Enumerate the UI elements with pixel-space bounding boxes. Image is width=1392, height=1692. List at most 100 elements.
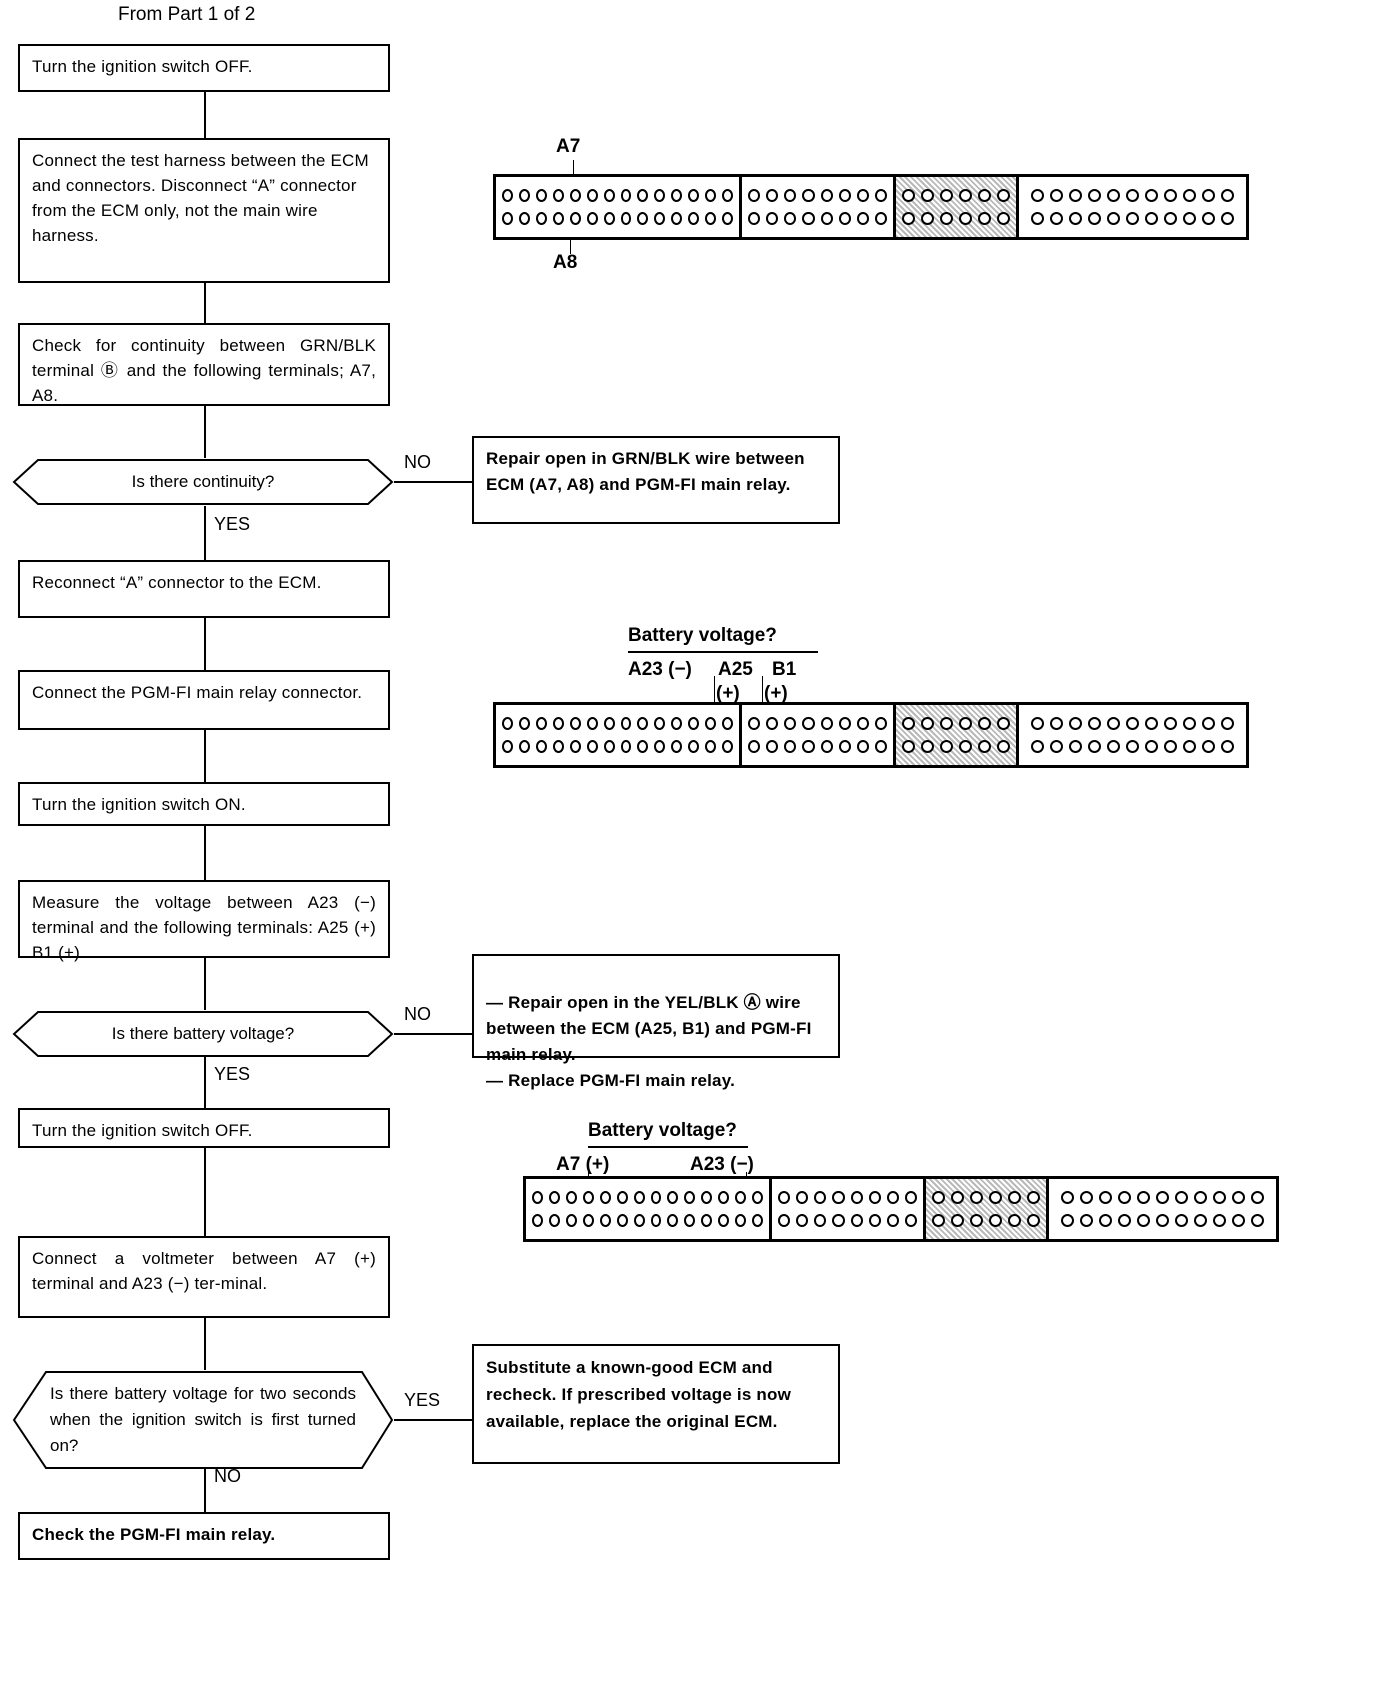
decision-1-yes-label: YES	[214, 514, 251, 534]
pin	[1183, 717, 1196, 730]
pin	[784, 740, 797, 753]
pin	[940, 740, 953, 753]
step-text: Reconnect “A” connector to the ECM.	[32, 573, 322, 592]
pin	[886, 1214, 899, 1227]
decision-continuity: Is there continuity?	[12, 458, 394, 506]
callout-a23: A23 (−)	[628, 659, 692, 680]
pin	[535, 740, 547, 753]
pin	[832, 1191, 845, 1204]
step-text: Check the PGM-FI main relay.	[32, 1525, 276, 1544]
pin	[850, 1191, 863, 1204]
pin	[1126, 717, 1139, 730]
pin	[667, 1191, 679, 1204]
pin	[1202, 740, 1215, 753]
pin	[718, 1214, 730, 1227]
pin	[766, 212, 779, 225]
pin	[582, 1214, 594, 1227]
pin	[904, 1191, 917, 1204]
decision-text: Is there battery voltage for two seconds…	[50, 1384, 356, 1455]
pin	[637, 740, 649, 753]
pin	[620, 740, 632, 753]
step-ignition-off-1: Turn the ignition switch OFF.	[18, 44, 390, 92]
pin	[959, 717, 972, 730]
step-text: Connect the PGM-FI main relay connector.	[32, 683, 363, 702]
pin	[1194, 1191, 1207, 1204]
pin	[705, 212, 717, 225]
spine-11	[204, 1318, 206, 1370]
pin	[535, 717, 547, 730]
pin	[1080, 1214, 1093, 1227]
pin	[856, 717, 869, 730]
connector-2-title-underline	[628, 651, 818, 653]
decision-2-yes-label: YES	[214, 1064, 251, 1084]
pin	[1164, 717, 1177, 730]
pin	[838, 740, 851, 753]
pin	[1031, 212, 1044, 225]
pin	[667, 1214, 679, 1227]
pin	[1107, 212, 1120, 225]
spine-12	[204, 1442, 206, 1512]
decision-1-no-line	[394, 481, 472, 483]
pin	[874, 740, 887, 753]
pin	[1088, 740, 1101, 753]
pin	[569, 740, 581, 753]
pin-row-bottom	[902, 212, 1010, 225]
pin	[1183, 189, 1196, 202]
pin	[902, 717, 915, 730]
step-connect-main-relay: Connect the PGM-FI main relay connector.	[18, 670, 390, 730]
pin	[978, 740, 991, 753]
pin	[532, 1214, 543, 1227]
decision-text: Is there continuity?	[131, 472, 275, 491]
connector-a7-a8	[493, 174, 1249, 240]
pin	[959, 212, 972, 225]
decision-1-no-label: NO	[404, 452, 431, 472]
result-text: — Repair open in the YEL/BLK Ⓐ wire betw…	[486, 993, 812, 1090]
pin	[569, 189, 581, 202]
pin	[722, 717, 733, 730]
pin-row-bottom	[532, 1214, 763, 1227]
pin	[1137, 1214, 1150, 1227]
pin	[940, 189, 953, 202]
connector-segment-2	[742, 177, 896, 237]
pin	[832, 1214, 845, 1227]
pin	[565, 1214, 577, 1227]
connector-segment-2	[772, 1179, 926, 1239]
pin	[1164, 189, 1177, 202]
pin-row-top	[902, 189, 1010, 202]
pin	[997, 212, 1010, 225]
pin-row-bottom	[932, 1214, 1040, 1227]
pin	[671, 189, 683, 202]
pin	[814, 1214, 827, 1227]
pin	[705, 740, 717, 753]
pin	[784, 189, 797, 202]
spine-1	[204, 92, 206, 138]
pin	[502, 717, 513, 730]
pin	[1088, 212, 1101, 225]
pin-row-bottom	[1025, 212, 1240, 225]
pin	[1232, 1191, 1245, 1204]
pin	[671, 740, 683, 753]
pin	[997, 740, 1010, 753]
pin	[940, 717, 953, 730]
pin	[1027, 1214, 1040, 1227]
spine-8	[204, 958, 206, 1010]
pin	[718, 1191, 730, 1204]
pin	[722, 740, 733, 753]
pin	[603, 212, 615, 225]
pin	[874, 717, 887, 730]
pin	[620, 212, 632, 225]
result-repair-grnblk: Repair open in GRN/BLK wire between ECM …	[472, 436, 840, 524]
pin	[1099, 1191, 1112, 1204]
pin	[1251, 1191, 1264, 1204]
spine-6	[204, 730, 206, 782]
pin	[518, 189, 530, 202]
pin	[959, 189, 972, 202]
pin	[1183, 212, 1196, 225]
pin	[1202, 212, 1215, 225]
connector-segment-3	[896, 177, 1019, 237]
pin	[582, 1191, 594, 1204]
pin	[1202, 717, 1215, 730]
pin	[1118, 1191, 1131, 1204]
result-text: Repair open in GRN/BLK wire between ECM …	[486, 449, 805, 494]
connector-3-title: Battery voltage?	[588, 1120, 737, 1141]
